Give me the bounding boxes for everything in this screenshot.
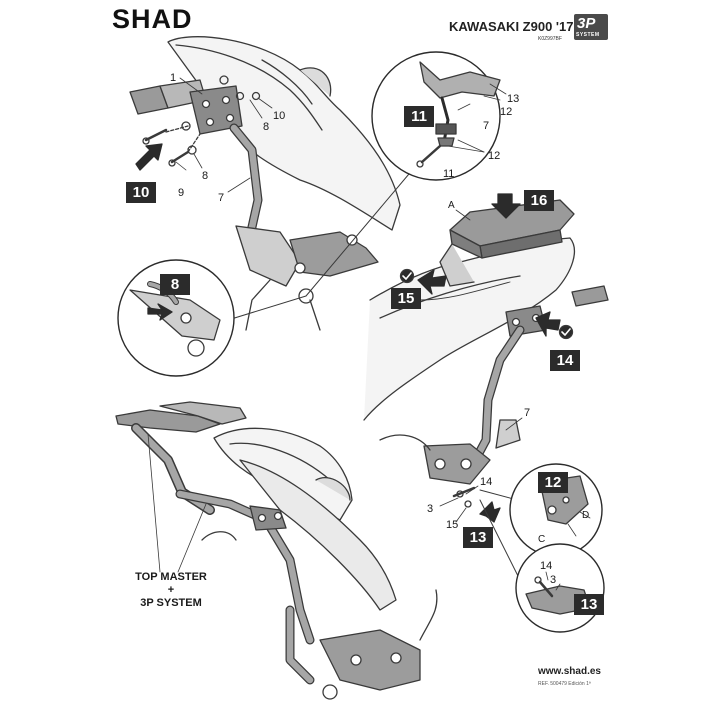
model-code: K0Z997BF [538,36,562,42]
letter-a: A [448,200,455,211]
part-number-3: 3 [550,574,557,586]
caption-line-2: + [167,584,175,596]
part-number-8: 8 [263,121,270,133]
part-number-12: 12 [500,106,513,118]
top-right-assembly [363,193,609,581]
zoom-circle-step-12 [515,543,605,633]
badge-main: 3P [577,15,596,32]
3p-system-badge: 3P SYSTEM [574,14,608,40]
reference-number: REF. 500479 Edición 1ª [538,681,591,687]
step-label-10: 11 [404,106,434,127]
part-number-7: 7 [524,407,531,419]
step-label-13: 13 [463,527,493,548]
part-number-8: 8 [202,170,209,182]
letter-c: C [538,534,546,545]
caption-line-1: TOP MASTER [135,571,207,583]
part-number-13: 13 [507,93,520,105]
step-label-11: 12 [538,472,568,493]
step-label-9: 10 [126,182,156,203]
part-number-1: 1 [170,72,177,84]
bottom-left-assembly [115,401,438,700]
model-title: KAWASAKI Z900 '17 [449,19,574,34]
top-left-assembly [129,36,415,337]
top-master-caption: TOP MASTER + 3P SYSTEM [116,571,226,610]
step-label-15: 15 [391,288,421,309]
part-number-7: 7 [218,192,225,204]
part-number-12: 12 [488,150,501,162]
step-label-8: 8 [160,274,190,295]
step-label-16: 16 [524,190,554,211]
brand-logo: SHAD [112,4,193,34]
part-number-14: 14 [480,476,493,488]
part-number-9: 9 [178,187,185,199]
caption-line-3: 3P SYSTEM [140,597,202,609]
part-number-10: 10 [273,110,286,122]
website-url: www.shad.es [538,666,601,677]
part-number-11: 11 [443,168,455,180]
part-number-14: 14 [540,560,553,572]
part-number-15: 15 [446,519,459,531]
part-number-3: 3 [427,503,434,515]
step-label-12: 13 [574,594,604,615]
step-label-14: 14 [550,350,580,371]
part-number-7: 7 [483,120,490,132]
letter-d: D [582,510,590,521]
badge-sub: SYSTEM [576,32,600,38]
zoom-circle-step-10 [371,51,507,181]
